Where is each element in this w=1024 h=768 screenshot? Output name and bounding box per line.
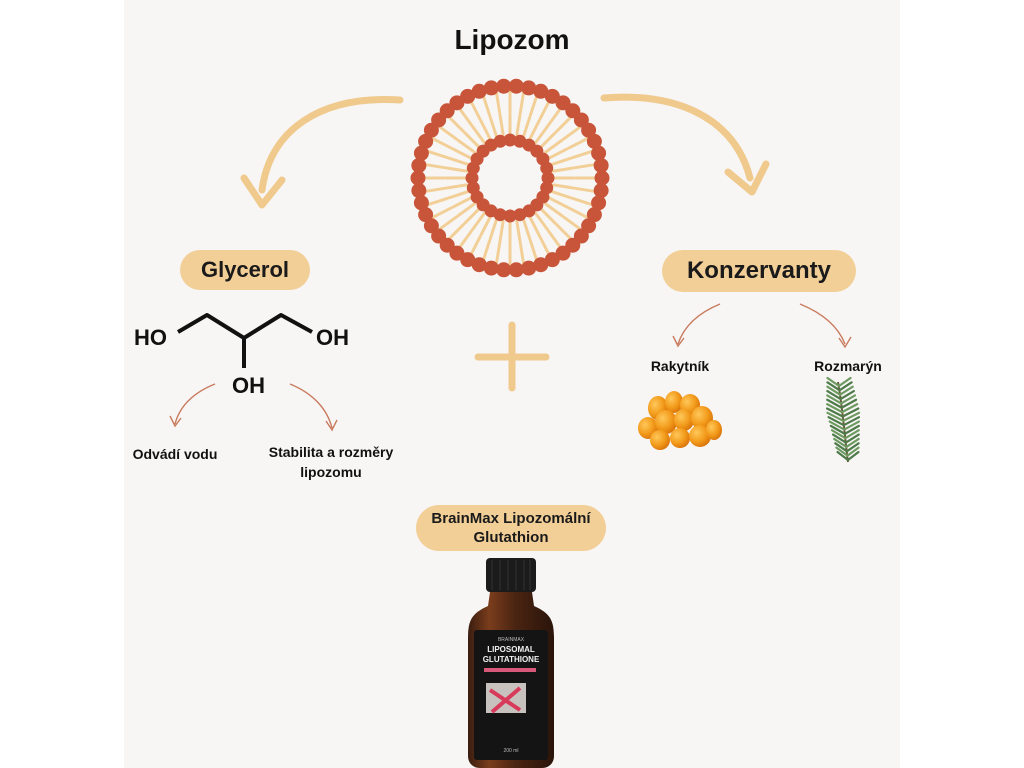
liposome-illustration: [410, 78, 610, 278]
diagram-title: Lipozom: [454, 24, 570, 55]
bottle-name-line1: LIPOSOMAL: [487, 645, 535, 654]
glycerol-group-oh-right: OH: [316, 325, 349, 350]
bottle-volume: 200 ml: [503, 748, 519, 754]
item-rozmaryn-label: Rozmarýn: [814, 358, 882, 374]
product-label-line2: Glutathion: [473, 529, 549, 546]
glycerol-group-oh-bottom: OH: [232, 373, 265, 398]
effect-stabilita-line2: lipozomu: [300, 464, 362, 480]
effect-stabilita-line1: Stabilita a rozměry: [268, 444, 394, 460]
item-rakytnik-label: Rakytník: [650, 358, 710, 374]
konzervanty-label: Konzervanty: [662, 250, 856, 292]
bottle-name-line2: GLUTATHIONE: [482, 655, 540, 664]
glycerol-group-ho: HO: [134, 325, 167, 350]
glycerol-label: Glycerol: [180, 250, 310, 290]
effect-odvadi-vodu: Odvádí vodu: [132, 446, 218, 462]
product-label: BrainMax Lipozomální Glutathion: [416, 505, 606, 551]
product-label-line1: BrainMax Lipozomální: [431, 510, 591, 527]
bottle-brand: BRAINMAX: [497, 637, 525, 643]
